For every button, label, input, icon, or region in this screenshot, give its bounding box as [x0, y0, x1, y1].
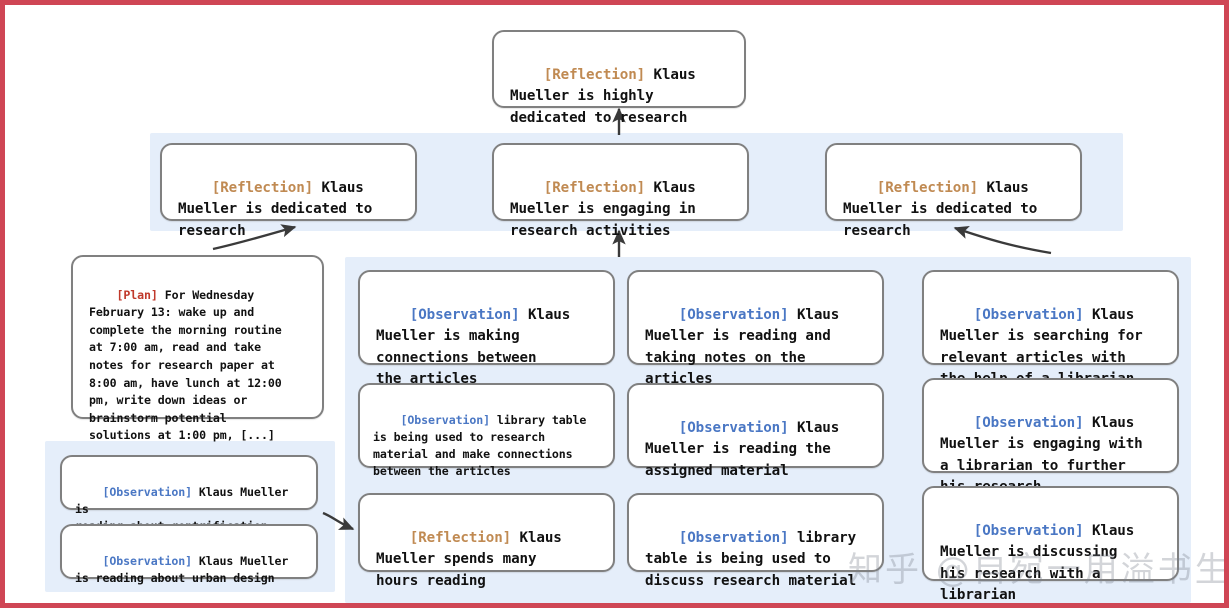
node-tag: [Observation]: [678, 419, 789, 436]
node-text: For Wednesday February 13: wake up and c…: [89, 287, 282, 443]
node-tag: [Observation]: [102, 484, 193, 499]
node-tag: [Observation]: [973, 414, 1084, 431]
node-tag: [Reflection]: [876, 179, 979, 196]
node-text: Klaus Mueller is discussing his research…: [940, 522, 1135, 604]
node-tag: [Plan]: [116, 287, 158, 302]
node-col1-reflection-hours[interactable]: [Reflection] Klaus Mueller spends many h…: [358, 493, 615, 589]
node-text: Klaus Mueller is highly dedicated to res…: [510, 66, 696, 126]
node-text: Klaus Mueller is dedicated to research: [843, 179, 1038, 239]
node-root-reflection[interactable]: [Reflection] Klaus Mueller is highly ded…: [492, 30, 746, 126]
node-tag: [Observation]: [973, 306, 1084, 323]
node-tag: [Observation]: [973, 522, 1084, 539]
node-col1-obs-connections[interactable]: [Observation] Klaus Mueller is making co…: [358, 270, 615, 387]
node-col3-obs-searching[interactable]: [Observation] Klaus Mueller is searching…: [922, 270, 1179, 387]
node-text: Klaus Mueller is reading the assigned ma…: [645, 419, 840, 479]
node-mid-reflection-center[interactable]: [Reflection] Klaus Mueller is engaging i…: [492, 143, 749, 239]
node-text: library table is being used to research …: [373, 412, 587, 478]
node-tag: [Reflection]: [211, 179, 314, 196]
node-plan[interactable]: [Plan] For Wednesday February 13: wake u…: [71, 255, 324, 442]
watermark: 知乎 @自宛一用溢书生: [848, 550, 1229, 590]
node-tag: [Observation]: [400, 412, 491, 427]
node-col2-obs-taking-notes[interactable]: [Observation] Klaus Mueller is reading a…: [627, 270, 884, 387]
node-tag: [Reflection]: [409, 529, 512, 546]
node-text: library table is being used to discuss r…: [645, 529, 857, 589]
node-mid-reflection-left[interactable]: [Reflection] Klaus Mueller is dedicated …: [160, 143, 417, 239]
node-tag: [Observation]: [678, 529, 789, 546]
node-obs-gentrification[interactable]: [Observation] Klaus Mueller is reading a…: [60, 455, 318, 533]
node-col2-obs-discuss[interactable]: [Observation] library table is being use…: [627, 493, 884, 589]
node-text: Klaus Mueller is reading about urban des…: [75, 553, 289, 585]
node-tag: [Reflection]: [543, 66, 646, 83]
node-text: Klaus Mueller spends many hours reading: [376, 529, 562, 589]
node-tag: [Observation]: [409, 306, 520, 323]
node-col2-obs-assigned[interactable]: [Observation] Klaus Mueller is reading t…: [627, 383, 884, 479]
node-col3-obs-discussing[interactable]: [Observation] Klaus Mueller is discussin…: [922, 486, 1179, 603]
node-tag: [Observation]: [102, 553, 193, 568]
node-tag: [Reflection]: [543, 179, 646, 196]
node-mid-reflection-right[interactable]: [Reflection] Klaus Mueller is dedicated …: [825, 143, 1082, 239]
node-col3-obs-engaging[interactable]: [Observation] Klaus Mueller is engaging …: [922, 378, 1179, 495]
node-col1-obs-library-table[interactable]: [Observation] library table is being use…: [358, 383, 615, 478]
node-text: Klaus Mueller is engaging in research ac…: [510, 179, 696, 239]
node-text: Klaus Mueller is dedicated to research: [178, 179, 373, 239]
node-obs-urban-design[interactable]: [Observation] Klaus Mueller is reading a…: [60, 524, 318, 585]
node-tag: [Observation]: [678, 306, 789, 323]
